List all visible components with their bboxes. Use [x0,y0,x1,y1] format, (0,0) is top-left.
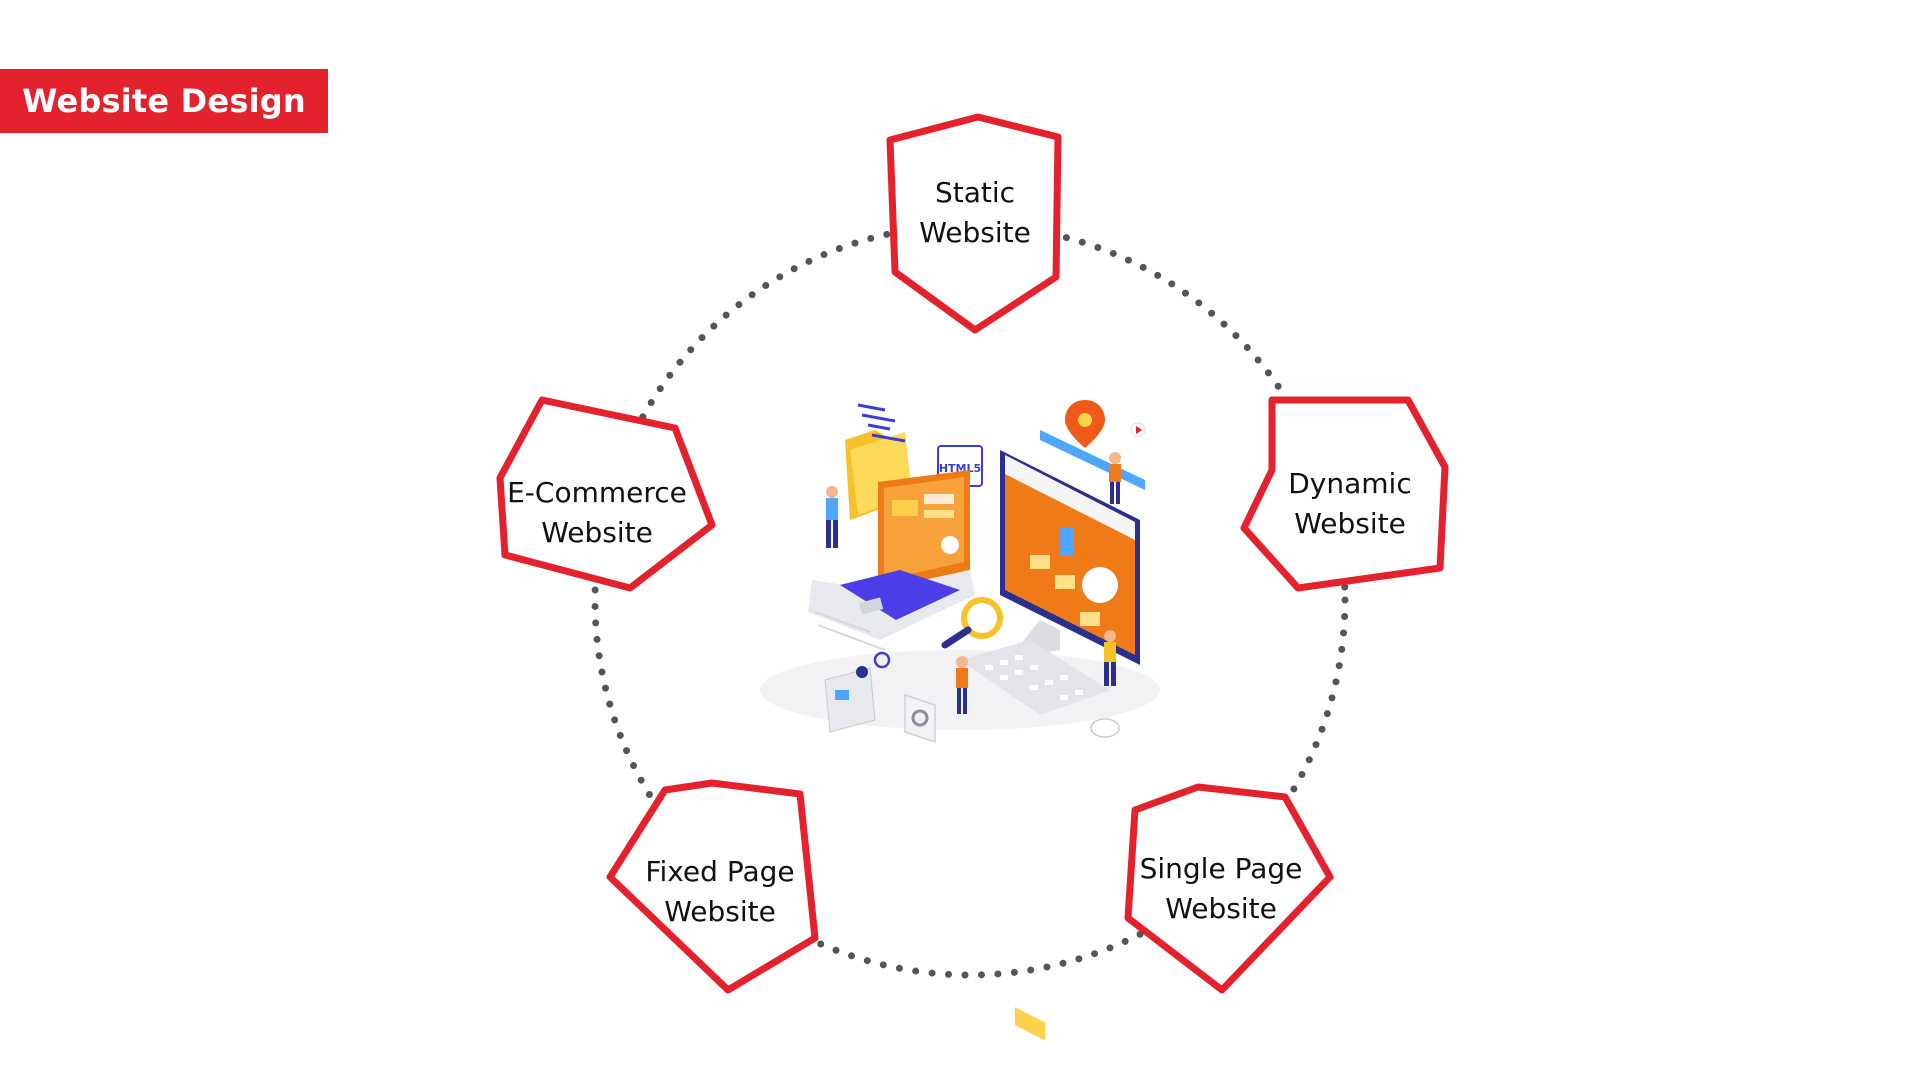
person-figure-left [826,486,838,548]
page-title: Website Design [0,69,328,133]
person-figure-center [956,656,968,714]
node-ecommerce-website: E-Commerce Website [487,473,707,553]
person-figure-right [1104,630,1116,686]
node-shape-ecommerce [496,396,716,592]
node-single-page-line2: Website [1165,892,1277,925]
node-fixed-page-website: Fixed Page Website [610,852,830,932]
node-static-website: Static Website [865,173,1085,253]
node-shape-fixed-page [606,779,819,994]
node-shape-dynamic [1240,396,1449,592]
person-figure-top [1109,452,1121,504]
node-shape-static [886,113,1062,334]
node-dynamic-line1: Dynamic [1288,467,1412,500]
node-ecommerce-line1: E-Commerce [507,476,687,509]
node-static-line1: Static [934,176,1016,209]
node-single-page-line1: Single Page [1139,852,1303,885]
node-static-line2: Website [919,216,1031,249]
node-dynamic-line2: Website [1294,507,1406,540]
node-fixed-page-line1: Fixed Page [645,855,795,888]
node-ecommerce-line2: Website [541,516,653,549]
node-shape-single-page [1124,783,1334,994]
node-dynamic-website: Dynamic Website [1240,464,1460,544]
web-development-illustration-icon: HTML5 [760,400,1160,1041]
html-badge-label: HTML5 [939,462,981,475]
node-single-page-website: Single Page Website [1111,849,1331,929]
node-fixed-page-line2: Website [664,895,776,928]
